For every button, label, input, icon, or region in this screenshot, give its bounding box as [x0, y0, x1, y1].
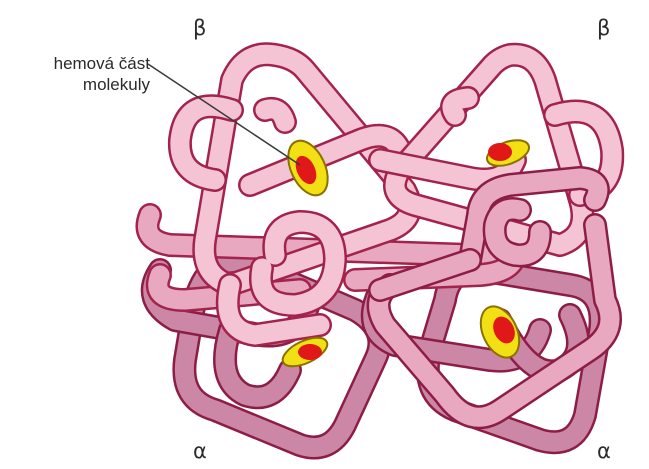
alpha-subunit-label-left: α [193, 441, 207, 462]
alpha-subunit-label-right: α [597, 441, 611, 462]
beta-subunit-label-right: β [597, 18, 610, 39]
beta-subunit-label-left: β [193, 18, 206, 39]
heme-callout-line2: molekuly [8, 74, 150, 95]
heme-callout-line1: hemová část [8, 53, 150, 74]
heme-callout: hemová část molekuly [8, 53, 150, 95]
